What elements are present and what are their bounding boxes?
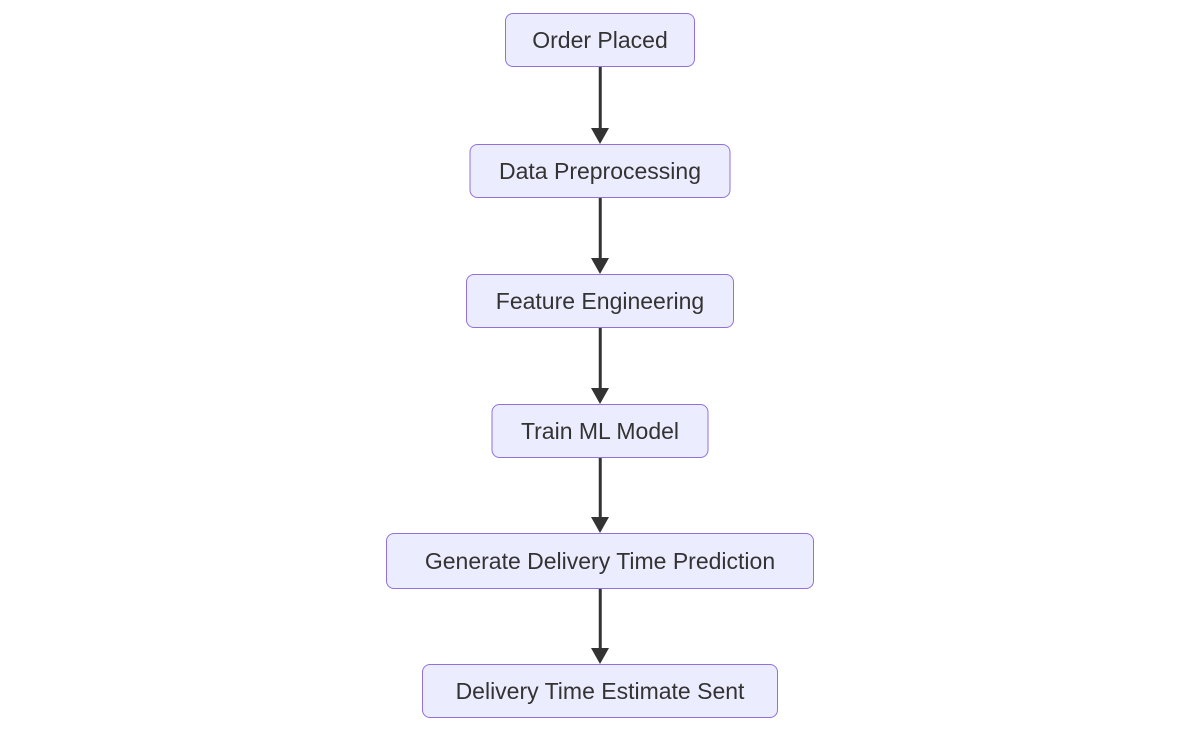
arrow-shaft	[598, 589, 602, 650]
arrow-data-preprocessing-to-feature-engineering	[590, 198, 610, 274]
node-generate-delivery-time-prediction: Generate Delivery Time Prediction	[386, 533, 814, 589]
arrow-shaft	[598, 328, 602, 390]
arrow-train-ml-model-to-generate-prediction	[590, 458, 610, 533]
node-label: Data Preprocessing	[499, 157, 701, 184]
arrow-shaft	[598, 458, 602, 519]
node-train-ml-model: Train ML Model	[491, 404, 709, 458]
arrow-order-placed-to-data-preprocessing	[590, 67, 610, 144]
node-label: Generate Delivery Time Prediction	[424, 547, 776, 574]
node-feature-engineering: Feature Engineering	[466, 274, 734, 328]
arrowhead-down-icon	[591, 258, 609, 274]
node-label: Train ML Model	[520, 417, 680, 444]
arrow-feature-engineering-to-train-ml-model	[590, 328, 610, 404]
arrow-shaft	[598, 67, 602, 130]
arrow-generate-prediction-to-estimate-sent	[590, 589, 610, 664]
arrowhead-down-icon	[591, 517, 609, 533]
node-label: Order Placed	[532, 26, 668, 53]
node-label: Delivery Time Estimate Sent	[455, 677, 745, 704]
arrowhead-down-icon	[591, 388, 609, 404]
node-label: Feature Engineering	[495, 287, 705, 314]
node-data-preprocessing: Data Preprocessing	[469, 144, 731, 198]
arrowhead-down-icon	[591, 648, 609, 664]
arrow-shaft	[598, 198, 602, 260]
arrowhead-down-icon	[591, 128, 609, 144]
node-delivery-time-estimate-sent: Delivery Time Estimate Sent	[422, 664, 778, 718]
node-order-placed: Order Placed	[505, 13, 695, 67]
